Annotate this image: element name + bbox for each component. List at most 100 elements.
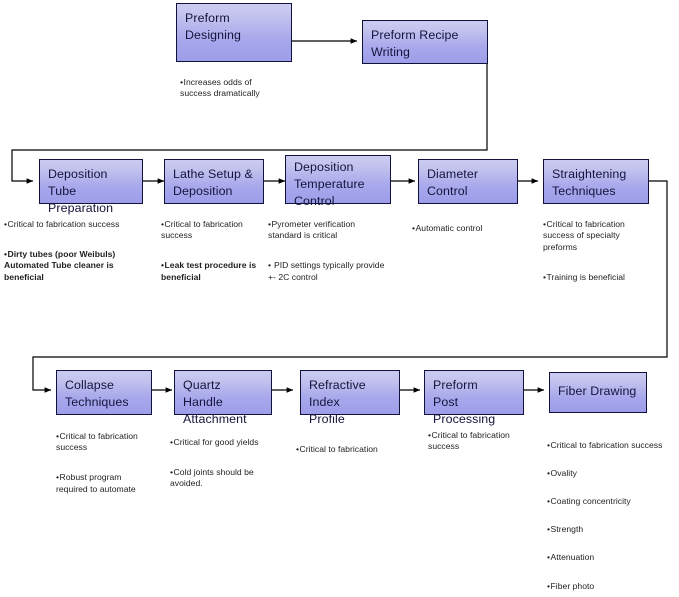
bullet-icon: • <box>547 467 551 478</box>
node-label: Deposition Temperature Control <box>294 160 365 208</box>
note-item: •Pyrometer verification standard is crit… <box>268 207 418 242</box>
node-label: Refractive Index Profile <box>309 378 366 426</box>
note-text: Fiber photo <box>550 580 595 591</box>
node-deposition-tube-preparation[interactable]: Deposition Tube Preparation <box>39 159 143 215</box>
bullet-icon: • <box>56 472 60 483</box>
node-label: Deposition Tube Preparation <box>48 167 114 215</box>
node-quartz-handle-attachment[interactable]: Quartz Handle Attachment <box>174 370 272 426</box>
bullet-icon: • <box>4 248 8 259</box>
note-text: Critical to fabrication success <box>550 439 663 450</box>
node-label: Diameter Control <box>427 167 479 198</box>
note-text: Critical to fabrication success of speci… <box>543 218 625 252</box>
note-text: Critical to fabrication success <box>428 429 510 452</box>
node-diameter-control[interactable]: Diameter Control <box>418 159 518 204</box>
note-item: • PID settings typically provide +- 2C c… <box>268 249 418 284</box>
bullet-icon: • <box>428 429 432 440</box>
note-text: Increases odds of success dramatically <box>180 76 260 99</box>
node-label: Preform Designing <box>185 11 242 42</box>
node-label: Collapse Techniques <box>65 378 129 409</box>
note-text: Robust program required to automate <box>56 472 136 494</box>
notes-diameter-control: •Automatic control <box>412 211 532 234</box>
notes-preform-designing: •Increases odds of success dramatically <box>180 65 290 100</box>
note-text: Critical to fabrication <box>299 443 378 454</box>
note-text: Ovality <box>550 467 577 478</box>
notes-fiber-drawing: •Critical to fabrication success •Ovalit… <box>547 428 679 597</box>
note-item: •Fiber photo <box>547 569 679 592</box>
bullet-icon: • <box>180 76 184 87</box>
note-item: •Training is beneficial <box>543 260 663 283</box>
notes-lathe-setup-and-deposition: •Critical to fabrication success •Leak t… <box>161 207 279 284</box>
bullet-icon: • <box>268 218 272 229</box>
node-fiber-drawing[interactable]: Fiber Drawing <box>549 372 647 413</box>
note-item: •Critical to fabrication <box>296 432 416 455</box>
notes-straightening-techniques: •Critical to fabrication success of spec… <box>543 207 663 284</box>
node-straightening-techniques[interactable]: Straightening Techniques <box>543 159 649 204</box>
note-text: Pyrometer verification standard is criti… <box>268 218 356 241</box>
note-text: Automatic control <box>415 222 483 233</box>
node-deposition-temperature-control[interactable]: Deposition Temperature Control <box>285 155 391 208</box>
note-text: Critical to fabrication success <box>7 218 120 229</box>
node-lathe-setup-and-deposition[interactable]: Lathe Setup & Deposition <box>164 159 264 204</box>
bullet-icon: • <box>161 218 165 229</box>
note-item: •Critical for good yields <box>170 425 290 448</box>
node-label: Straightening Techniques <box>552 167 627 198</box>
notes-refractive-index-profile: •Critical to fabrication <box>296 432 416 455</box>
notes-deposition-temperature-control: •Pyrometer verification standard is crit… <box>268 207 418 284</box>
flowchart-canvas: Preform Designing •Increases odds of suc… <box>4 3 668 591</box>
note-text: PID settings typically provide +- 2C con… <box>268 260 385 282</box>
node-preform-designing[interactable]: Preform Designing <box>176 3 292 62</box>
note-text: Critical to fabrication success <box>161 218 243 241</box>
node-collapse-techniques[interactable]: Collapse Techniques <box>56 370 152 415</box>
bullet-icon: • <box>4 218 8 229</box>
note-item: •Attenuation <box>547 541 679 564</box>
note-text: Cold joints should be avoided. <box>170 466 254 489</box>
bullet-icon: • <box>170 436 174 447</box>
bullet-icon: • <box>543 218 547 229</box>
note-text: Dirty tubes (poor Weibuls) Automated Tub… <box>4 248 116 282</box>
bullet-icon: • <box>547 495 551 506</box>
node-label: Quartz Handle Attachment <box>183 378 247 426</box>
note-item: •Critical to fabrication success <box>56 419 174 454</box>
note-item: •Increases odds of success dramatically <box>180 65 290 100</box>
node-refractive-index-profile[interactable]: Refractive Index Profile <box>300 370 400 426</box>
node-preform-recipe-writing[interactable]: Preform Recipe Writing <box>362 20 488 64</box>
note-text: Coating concentricity <box>550 495 631 506</box>
note-item: •Dirty tubes (poor Weibuls) Automated Tu… <box>4 237 154 283</box>
note-text: Leak test procedure is beneficial <box>161 260 257 282</box>
notes-collapse-techniques: •Critical to fabrication success •Robust… <box>56 419 174 496</box>
note-text: Critical for good yields <box>173 436 259 447</box>
node-label: Preform Post Processing <box>433 378 496 426</box>
note-item: •Automatic control <box>412 211 532 234</box>
bullet-icon: • <box>170 466 174 477</box>
note-item: •Critical to fabrication success <box>428 418 548 453</box>
bullet-icon: • <box>268 260 272 271</box>
node-preform-post-processing[interactable]: Preform Post Processing <box>424 370 524 426</box>
note-item: •Critical to fabrication success <box>4 207 154 230</box>
note-item: •Critical to fabrication success <box>161 207 279 242</box>
note-text: Attenuation <box>550 552 595 563</box>
bullet-icon: • <box>161 260 165 271</box>
bullet-icon: • <box>412 222 416 233</box>
bullet-icon: • <box>56 430 60 441</box>
note-item: •Critical to fabrication success of spec… <box>543 207 663 253</box>
note-text: Strength <box>550 524 584 535</box>
node-label: Fiber Drawing <box>558 384 637 398</box>
note-item: •Ovality <box>547 456 679 479</box>
node-label: Lathe Setup & Deposition <box>173 167 253 198</box>
note-item: •Robust program required to automate <box>56 461 174 496</box>
note-item: •Critical to fabrication success <box>547 428 679 451</box>
notes-quartz-handle-attachment: •Critical for good yields •Cold joints s… <box>170 425 290 490</box>
notes-deposition-tube-preparation: •Critical to fabrication success •Dirty … <box>4 207 154 284</box>
note-text: Training is beneficial <box>546 271 625 282</box>
bullet-icon: • <box>547 439 551 450</box>
node-label: Preform Recipe Writing <box>371 28 459 59</box>
note-item: •Leak test procedure is beneficial <box>161 249 279 284</box>
bullet-icon: • <box>547 524 551 535</box>
note-item: •Strength <box>547 513 679 536</box>
bullet-icon: • <box>543 271 547 282</box>
notes-preform-post-processing: •Critical to fabrication success <box>428 418 548 453</box>
bullet-icon: • <box>296 443 300 454</box>
note-item: •Coating concentricity <box>547 484 679 507</box>
note-text: Critical to fabrication success <box>56 430 138 453</box>
note-item: •Cold joints should be avoided. <box>170 455 290 490</box>
